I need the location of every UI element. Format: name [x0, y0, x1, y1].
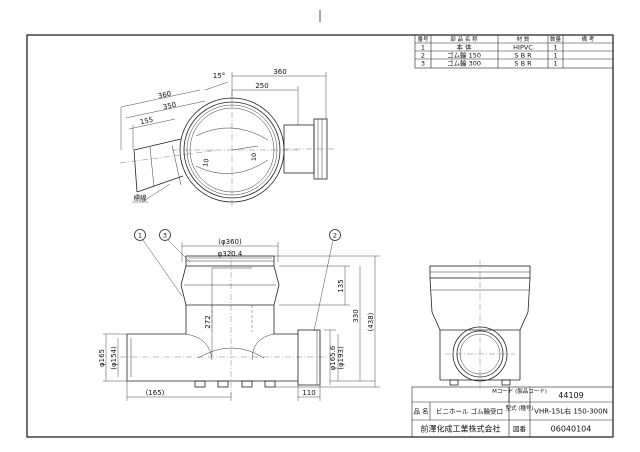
company-name: 前澤化成工業株式会社 — [421, 424, 501, 434]
dim-330: 330 — [352, 309, 360, 322]
col-header-note: 備 考 — [582, 35, 595, 43]
mcode-value: 44109 — [558, 391, 583, 400]
front-view: 1 3 2 (φ360) φ320.4 135 330 (438) — [98, 229, 380, 401]
row-1-name: 本 体 — [456, 43, 472, 52]
name-label: 品 名 — [413, 407, 428, 416]
row-3-no: 3 — [421, 60, 425, 68]
title-block: Mコード (製品コード) 44109 品 名 ビニホール ゴム輪受口 型式 (種… — [411, 386, 614, 438]
dim-155: 155 — [139, 116, 154, 127]
col-header-name: 部 品 名 称 — [450, 35, 478, 43]
col-header-qty: 数量 — [550, 35, 562, 43]
row-2-name: ゴム輪 150 — [447, 51, 481, 60]
dim-phi360: (φ360) — [218, 238, 242, 246]
col-header-no: 番号 — [417, 36, 429, 43]
row-3-material: S B R — [514, 60, 532, 68]
dim-phi154: (φ154) — [110, 346, 118, 370]
plan-view: 360 350 155 15° 360 250 10 10 標線 — [119, 68, 334, 208]
callout-3: 3 — [163, 232, 167, 240]
dim-110: 110 — [302, 389, 315, 397]
row-2-qty: 1 — [553, 52, 557, 60]
dim-10-a: 10 — [201, 158, 210, 168]
dim-360-left: 360 — [157, 90, 172, 101]
row-1-no: 1 — [421, 44, 425, 52]
callout-2: 2 — [333, 232, 337, 240]
drawing-label: 図番 — [513, 425, 527, 433]
parts-table: 番号 部 品 名 称 材 質 数量 備 考 1 本 体 HIPVC 1 2 ゴム… — [414, 34, 614, 69]
sheet-border — [26, 34, 614, 438]
row-1-material: HIPVC — [513, 44, 533, 52]
col-header-material: 材 質 — [517, 35, 530, 43]
mcode-label: Mコード (製品コード) — [492, 387, 547, 395]
dim-438: (438) — [367, 312, 375, 331]
row-2-material: S B R — [514, 52, 532, 60]
model-label: 型式 (種号) — [505, 404, 533, 412]
row-3-name: ゴム輪 300 — [447, 59, 481, 68]
dim-272: 272 — [204, 315, 212, 328]
row-1-qty: 1 — [553, 44, 557, 52]
dim-350: 350 — [162, 101, 177, 112]
dim-phi193: (φ193) — [337, 346, 345, 370]
callout-1: 1 — [138, 232, 142, 240]
dim-135: 135 — [337, 279, 345, 292]
dim-10-b: 10 — [250, 153, 258, 161]
dim-phi320: φ320.4 — [218, 250, 243, 258]
dim-angle: 15° — [213, 72, 225, 80]
row-3-qty: 1 — [553, 60, 557, 68]
row-2-no: 2 — [421, 52, 425, 60]
model-value: VHR-15L右 150-300N — [534, 407, 608, 416]
marker-label: 標線 — [134, 193, 148, 202]
dim-phi165-left: φ165 — [98, 349, 106, 367]
side-view — [429, 260, 531, 390]
name-value: ビニホール ゴム輪受口 — [436, 407, 503, 416]
dim-250: 250 — [255, 82, 268, 90]
dim-phi165-right: φ165.6 — [329, 345, 337, 370]
dim-165: (165) — [146, 389, 165, 397]
drawing-number: 06040104 — [551, 425, 592, 434]
dim-360-top: 360 — [273, 68, 286, 76]
